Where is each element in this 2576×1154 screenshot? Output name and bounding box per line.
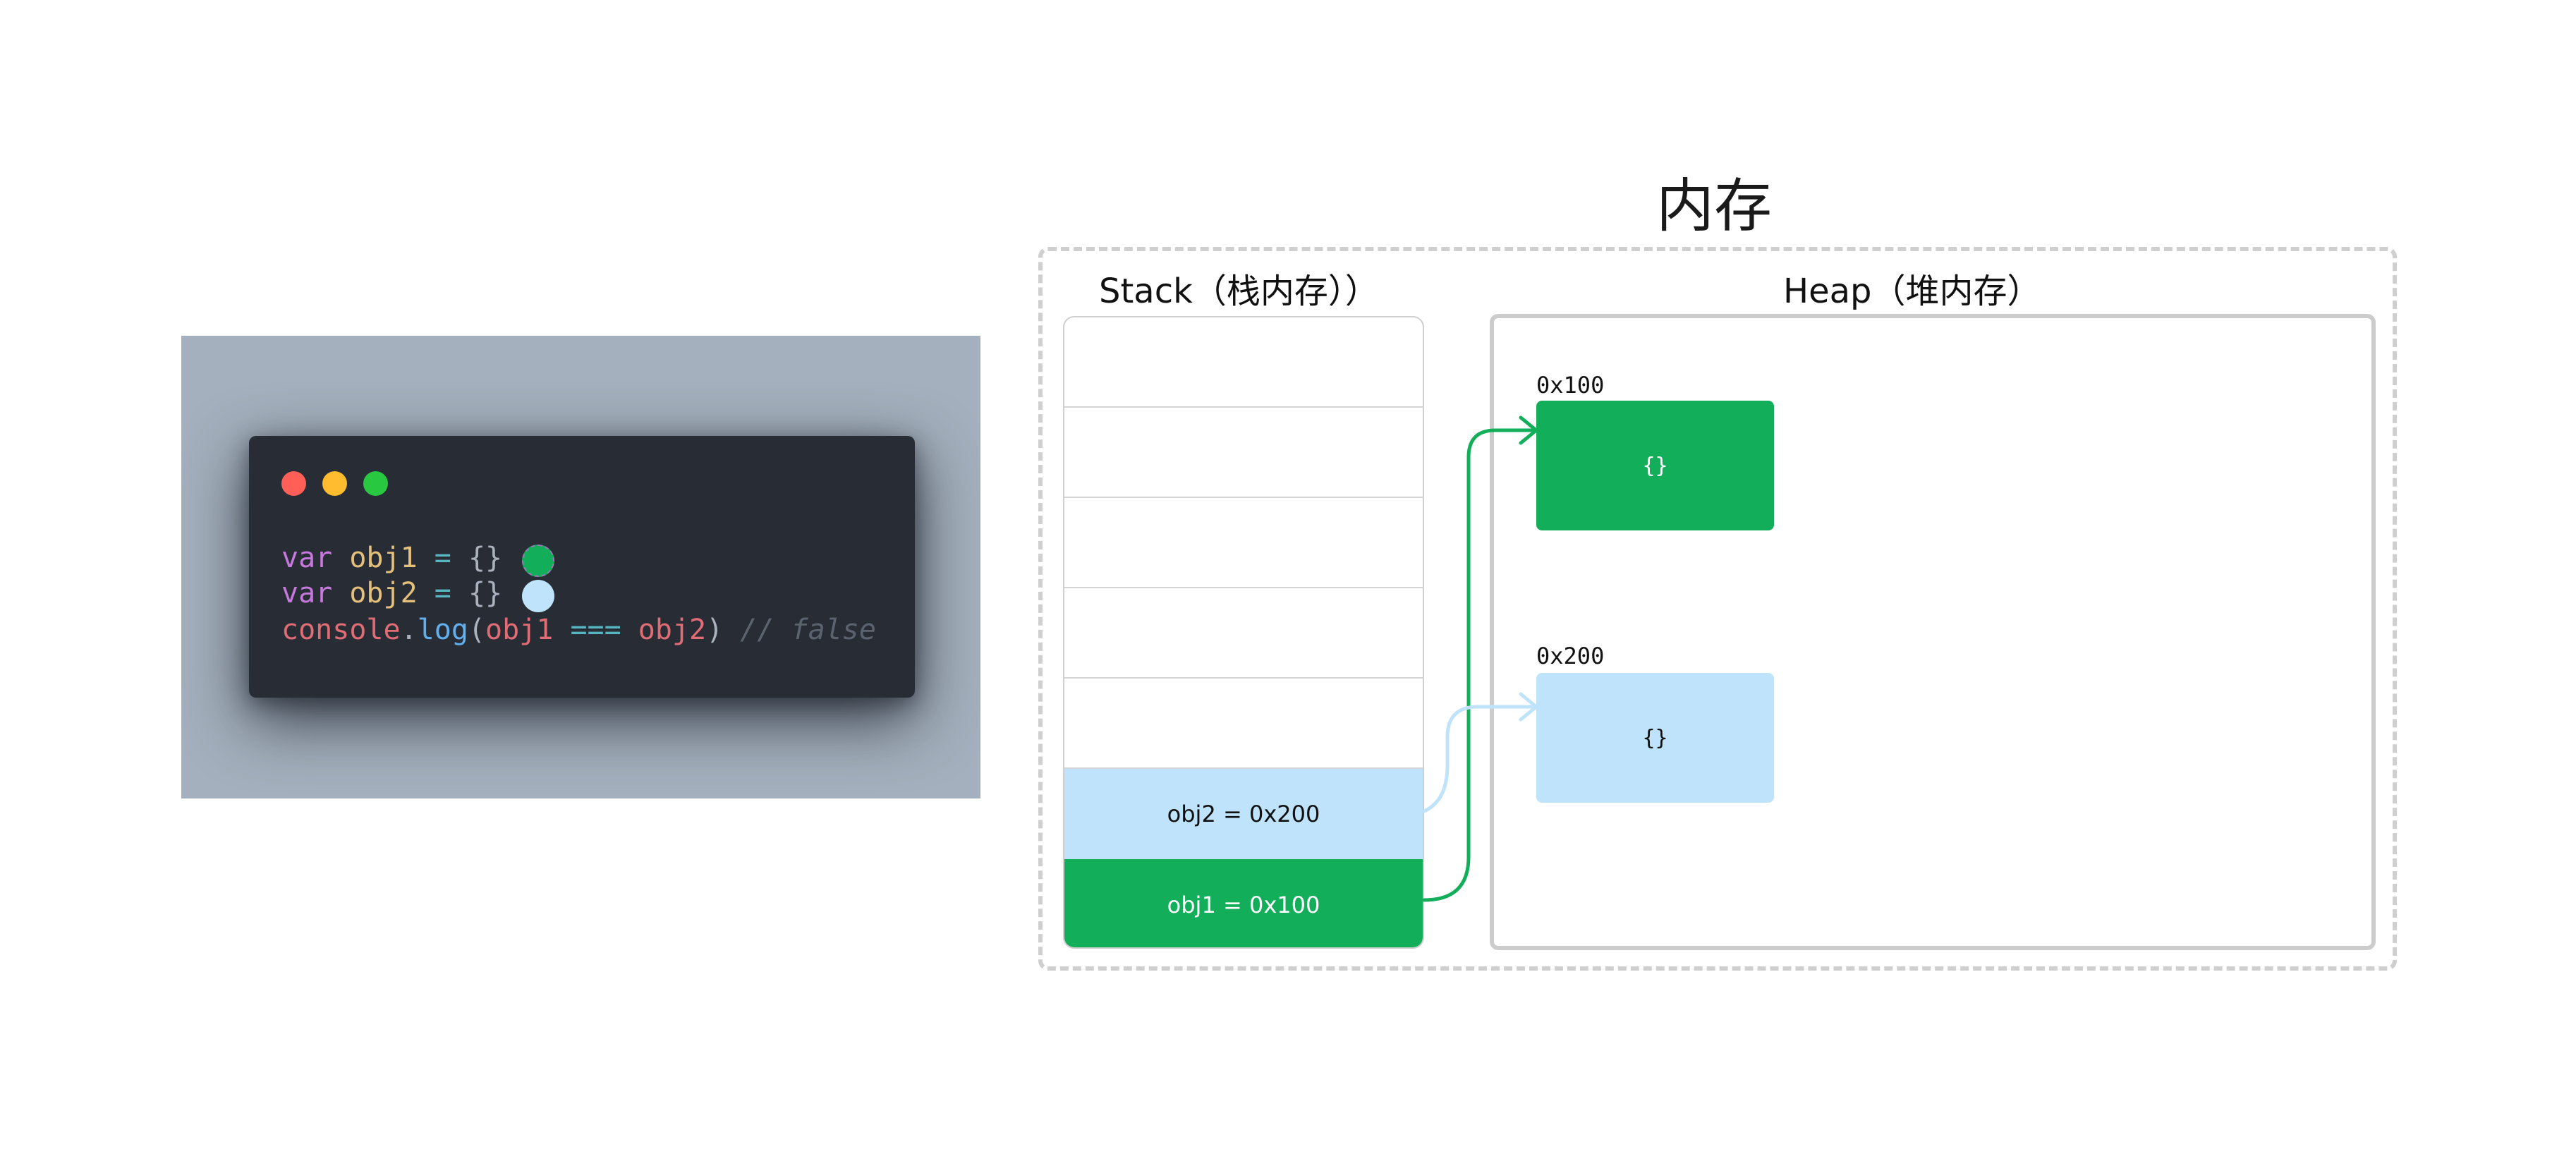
stack-cell [1064, 679, 1423, 769]
stack-cell-obj1: obj1 = 0x100 [1064, 859, 1423, 947]
stack-cell [1064, 498, 1423, 588]
variable-name: obj1 [349, 542, 418, 574]
memory-container [1038, 247, 2397, 971]
obj1-color-marker [522, 545, 554, 577]
heap-object-0x100: {} [1536, 401, 1774, 530]
operator: = [434, 542, 451, 574]
code-backdrop: var obj1 = {} var obj2 = {} console.log(… [181, 336, 980, 798]
code-line-2: var obj2 = {} [281, 576, 502, 611]
heap-address-label: 0x200 [1536, 643, 1605, 669]
stack-cell [1064, 588, 1423, 679]
memory-title: 内存 [1655, 173, 1772, 240]
console-object: console [281, 614, 401, 646]
open-paren: ( [468, 614, 486, 646]
stack-memory: obj2 = 0x200 obj1 = 0x100 [1063, 316, 1424, 949]
dot-accessor: . [400, 614, 418, 646]
heap-object-content: {} [1642, 453, 1668, 478]
code-window: var obj1 = {} var obj2 = {} console.log(… [249, 436, 915, 698]
keyword: var [281, 542, 333, 574]
argument-obj2: obj2 [638, 614, 707, 646]
maximize-window-dot[interactable] [363, 471, 388, 496]
heap-label: Heap（堆内存） [1783, 272, 2041, 311]
operator: = [434, 577, 451, 609]
obj2-color-marker [522, 580, 554, 612]
strict-equal-operator: === [570, 614, 621, 646]
object-literal: {} [468, 577, 503, 609]
stack-cell [1064, 317, 1423, 408]
code-line-1: var obj1 = {} [281, 540, 502, 576]
stack-cell-obj2: obj2 = 0x200 [1064, 769, 1423, 859]
log-function: log [417, 614, 468, 646]
close-window-dot[interactable] [281, 471, 306, 496]
argument-obj1: obj1 [485, 614, 554, 646]
minimize-window-dot[interactable] [322, 471, 347, 496]
code-line-3: console.log(obj1 === obj2) // false [281, 612, 876, 648]
variable-name: obj2 [349, 577, 418, 609]
heap-address-label: 0x100 [1536, 372, 1605, 399]
close-paren: ) [706, 614, 724, 646]
stack-label: Stack（栈内存）） [1099, 272, 1379, 311]
keyword: var [281, 577, 333, 609]
stack-cell-text: obj2 = 0x200 [1167, 801, 1320, 827]
heap-object-content: {} [1642, 725, 1668, 751]
stack-cell [1064, 408, 1423, 498]
stack-cell-text: obj1 = 0x100 [1167, 891, 1320, 918]
code-comment: // false [740, 614, 876, 646]
object-literal: {} [468, 542, 503, 574]
heap-object-0x200: {} [1536, 673, 1774, 803]
